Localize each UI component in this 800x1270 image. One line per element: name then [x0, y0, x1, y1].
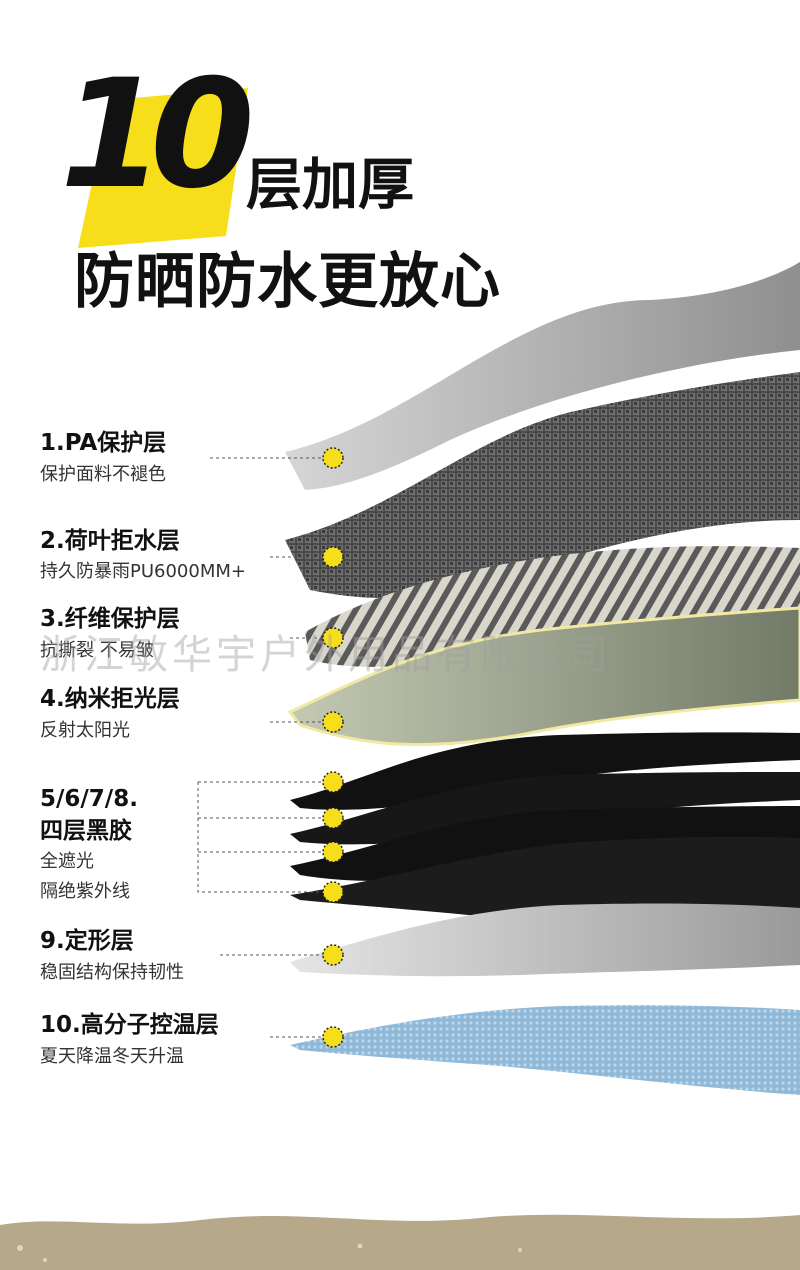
fabric-base-strip — [0, 1214, 800, 1270]
layer-5-8-desc: 全遮光 — [40, 851, 94, 872]
layer-3-desc: 抗撕裂 不易皱 — [40, 640, 154, 661]
layer-2-shape — [285, 372, 800, 599]
marker-layer-3 — [322, 627, 344, 649]
layer-9-desc: 稳固结构保持韧性 — [40, 962, 184, 983]
headline-suffix: 层加厚 — [246, 153, 414, 218]
headline-badge-shape — [78, 88, 248, 248]
layer-5-8-desc-2: 隔绝紫外线 — [40, 881, 130, 902]
marker-layer-10 — [322, 1026, 344, 1048]
layer-2-title: 2.荷叶拒水层 — [40, 528, 180, 554]
layer-5-shape — [290, 732, 800, 810]
leader-lines — [197, 457, 330, 1038]
marker-layer-4 — [322, 711, 344, 733]
layer-2-desc: 持久防暴雨PU6000MM+ — [40, 561, 246, 582]
layer-1-desc: 保护面料不褪色 — [40, 464, 166, 485]
water-droplets — [17, 1243, 522, 1262]
marker-layer-1 — [322, 447, 344, 469]
marker-layer-6 — [322, 807, 344, 829]
layer-10-desc: 夏天降温冬天升温 — [40, 1046, 184, 1067]
layer-10-shape — [290, 1005, 800, 1095]
layer-7-shape — [290, 806, 800, 882]
layer-4-shape — [287, 606, 800, 747]
layer-3-title: 3.纤维保护层 — [40, 606, 180, 632]
layer-4-title: 4.纳米拒光层 — [40, 686, 180, 712]
layer-4-desc: 反射太阳光 — [40, 720, 130, 741]
layer-10-title: 10.高分子控温层 — [40, 1012, 219, 1038]
layer-3-shape — [305, 546, 800, 667]
marker-layer-8 — [322, 881, 344, 903]
layer-5-8-title: 5/6/7/8. — [40, 786, 138, 812]
layer-9-title: 9.定形层 — [40, 928, 134, 954]
headline-subtitle: 防晒防水更放心 — [74, 247, 501, 317]
marker-layer-5 — [322, 771, 344, 793]
layer-1-title: 1.PA保护层 — [40, 430, 167, 456]
layer-6-shape — [290, 772, 800, 845]
headline-number: 10 — [60, 48, 255, 222]
marker-layer-7 — [322, 841, 344, 863]
layer-1-shape — [285, 262, 800, 490]
layer-5-8-title-2: 四层黑胶 — [40, 818, 132, 844]
layer-9-shape — [290, 903, 800, 977]
marker-layer-2 — [322, 546, 344, 568]
marker-layer-9 — [322, 944, 344, 966]
